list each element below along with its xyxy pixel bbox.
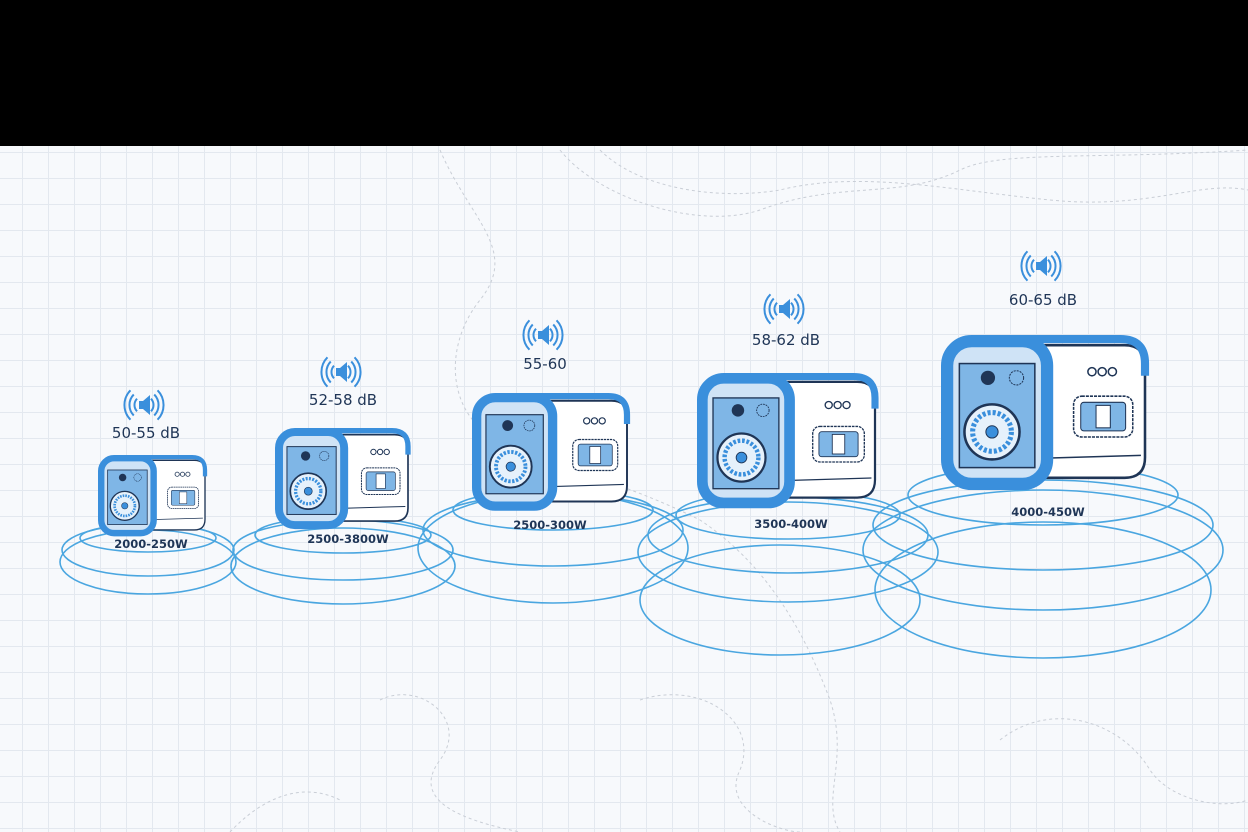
topographic-lines <box>229 149 1248 832</box>
generator-illustration <box>697 373 879 509</box>
generator-item: 50-55 dB 2000-250W <box>98 389 208 551</box>
generator-item: 52-58 dB 2500-3800W <box>275 356 411 546</box>
sound-ring <box>639 544 921 656</box>
generator-illustration <box>941 335 1150 491</box>
power-range-label: 2500-3800W <box>307 532 389 546</box>
noise-level-label: 50-55 dB <box>112 424 180 442</box>
noise-level-label: 55-60 <box>523 355 567 373</box>
power-range-label: 4000-450W <box>1011 505 1085 519</box>
generator-item: 60-65 dB 4000-450W <box>941 250 1150 519</box>
sound-ring <box>637 501 939 603</box>
power-range-label: 2000-250W <box>114 537 188 551</box>
noise-level-label: 58-62 dB <box>752 331 820 349</box>
generator-item: 58-62 dB 3500-400W <box>697 293 879 531</box>
sound-ring <box>417 492 689 604</box>
generator-illustration <box>275 428 411 530</box>
power-range-label: 2500-300W <box>513 518 587 532</box>
speaker-sound-icon <box>1020 250 1062 282</box>
generator-item: 55-60 2500-300W <box>472 319 631 532</box>
generator-illustration <box>472 393 631 511</box>
speaker-sound-icon <box>522 319 564 351</box>
top-black-band <box>0 0 1248 146</box>
speaker-sound-icon <box>320 356 362 388</box>
generator-illustration <box>98 455 208 537</box>
speaker-sound-icon <box>123 389 165 421</box>
sound-ring <box>232 519 454 581</box>
noise-level-label: 60-65 dB <box>1009 291 1077 309</box>
sound-wave-rings <box>59 464 1224 659</box>
speaker-sound-icon <box>763 293 805 325</box>
sound-ring <box>874 521 1212 659</box>
noise-level-label: 52-58 dB <box>309 391 377 409</box>
sound-ring <box>230 527 456 605</box>
power-range-label: 3500-400W <box>754 517 828 531</box>
sound-ring <box>862 489 1224 611</box>
